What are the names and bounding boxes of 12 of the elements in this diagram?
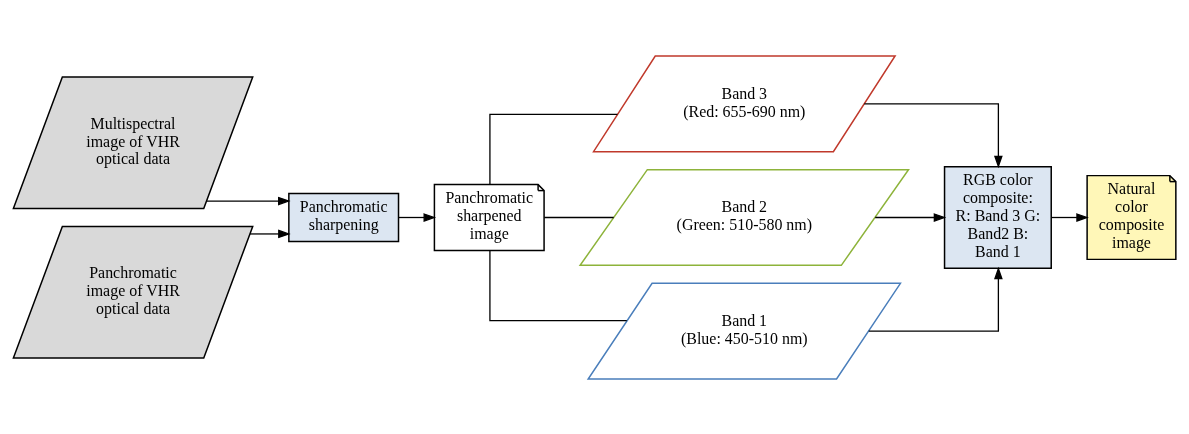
node-box: RGB color composite: R: Band 3 G: Band2 B: Band 1 bbox=[943, 165, 1052, 269]
connector bbox=[543, 216, 615, 218]
arrow bbox=[863, 102, 1003, 168]
arrow bbox=[206, 196, 291, 205]
connector bbox=[489, 249, 628, 321]
arrow bbox=[249, 229, 291, 238]
arrow bbox=[1050, 212, 1089, 222]
connector bbox=[489, 113, 619, 185]
arrow bbox=[868, 266, 1003, 332]
node-box: Panchromatic sharpening bbox=[288, 192, 400, 242]
arrow bbox=[874, 212, 947, 222]
arrow bbox=[398, 212, 437, 222]
